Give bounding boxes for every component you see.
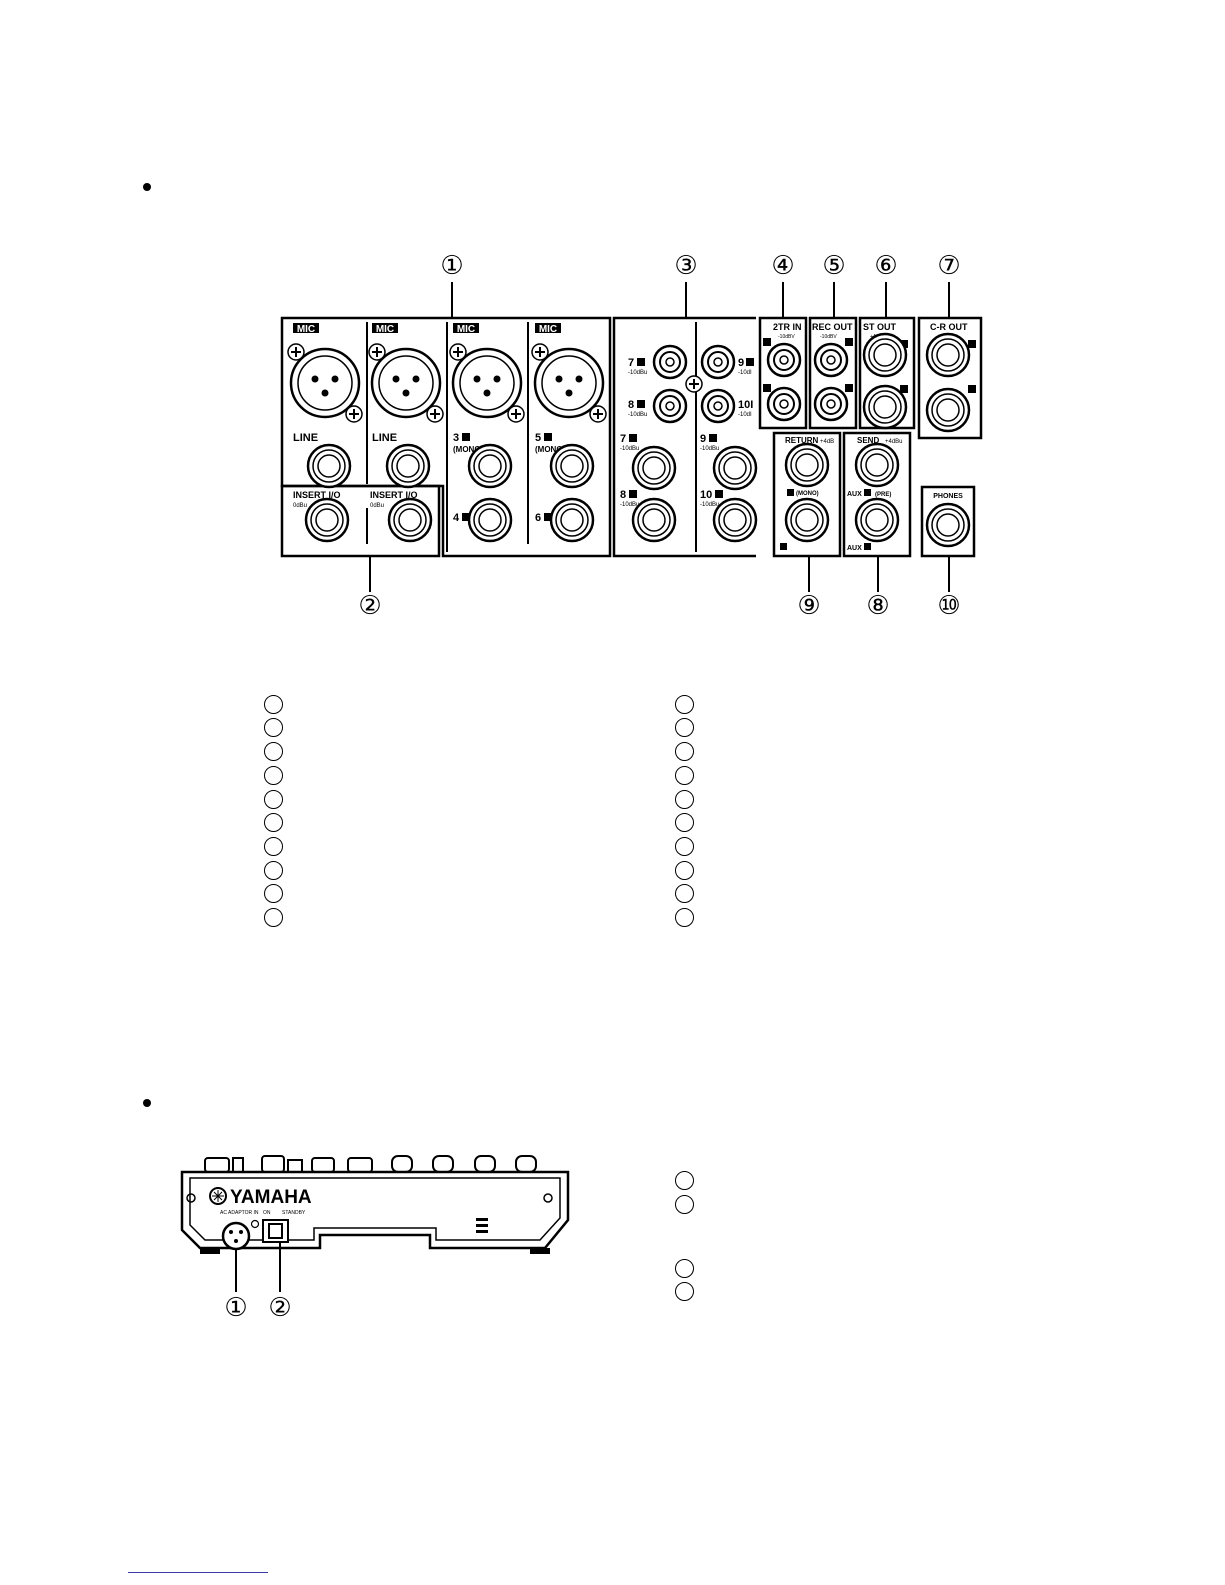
ch9-jack-label: 9 <box>700 433 706 445</box>
ac-adaptor-label: AC ADAPTOR IN <box>220 1210 259 1216</box>
insert-label-1: INSERT I/O <box>293 490 341 500</box>
mono-label-2: (MONO) <box>535 445 566 454</box>
bullet-front-section <box>143 183 151 191</box>
return-label: RETURN <box>785 436 819 445</box>
legend-circle <box>675 742 694 761</box>
footer-line <box>128 1572 268 1573</box>
insert-label-2: INSERT I/O <box>370 490 418 500</box>
line-label-1: LINE <box>293 432 318 444</box>
callout-4: ④ <box>771 251 795 281</box>
legend-circle <box>675 1171 694 1190</box>
callout-7: ⑦ <box>937 251 961 281</box>
cr-out-label: C-R OUT <box>930 322 968 332</box>
ch8-rca-label: 8 <box>628 399 634 411</box>
ch8-rca-level: -10dBu <box>628 412 647 418</box>
legend-circle <box>675 837 694 856</box>
ch10-jack-label: 10 <box>700 489 712 501</box>
ch9-rca-label: 9 <box>738 357 744 369</box>
standby-label: STANDBY <box>282 1210 306 1216</box>
twotr-in-label: 2TR IN <box>773 322 802 332</box>
mono-label-1: (MONO) <box>453 445 484 454</box>
legend-circle <box>675 766 694 785</box>
mic-label-4: MIC <box>539 324 557 335</box>
pre-label: (PRE) <box>875 492 891 498</box>
legend-circle <box>675 790 694 809</box>
ch4-label: 4 <box>453 512 460 524</box>
ch7-rca-label: 7 <box>628 357 634 369</box>
legend-circle <box>675 1195 694 1214</box>
rear-panel-diagram: YAMAHA AC ADAPTOR IN ON STANDBY <box>180 1155 570 1292</box>
legend-circle <box>675 813 694 832</box>
legend-circle <box>264 718 283 737</box>
ch6-label: 6 <box>535 512 541 524</box>
legend-circle <box>264 695 283 714</box>
rec-out-label: REC OUT <box>812 322 853 332</box>
ch9-jack-level: -10dBu <box>700 446 719 452</box>
legend-circle <box>264 908 283 927</box>
ch7-jack-label: 7 <box>620 433 626 445</box>
legend-circle <box>675 1282 694 1301</box>
st-out-label: ST OUT <box>863 322 897 332</box>
ch8-jack-label: 8 <box>620 489 626 501</box>
twotr-in-level: -10dBV <box>778 334 795 340</box>
aux2-label: AUX <box>847 545 862 552</box>
ch10-rca-label: 10I <box>738 399 753 411</box>
mic-label-2: MIC <box>376 324 394 335</box>
callout-2: ② <box>358 591 382 621</box>
callout-6: ⑥ <box>874 251 898 281</box>
legend-circle <box>675 861 694 880</box>
on-label: ON <box>263 1210 271 1216</box>
legend-circle <box>675 1259 694 1278</box>
callout-8: ⑧ <box>866 591 890 621</box>
send-label: SEND <box>857 436 879 445</box>
ch10-jack-level: -10dBu <box>700 502 719 508</box>
bullet-rear-section <box>143 1099 151 1107</box>
callout-5: ⑤ <box>822 251 846 281</box>
aux1-label: AUX <box>847 491 862 498</box>
ch9-rca-level: -10dI <box>738 370 752 376</box>
line-label-2: LINE <box>372 432 397 444</box>
legend-circle <box>675 908 694 927</box>
mic-label-1: MIC <box>297 324 315 335</box>
rear-callout-1: ① <box>224 1293 248 1323</box>
legend-circle <box>675 718 694 737</box>
legend-circle <box>264 813 283 832</box>
phones-label: PHONES <box>933 493 963 500</box>
callout-9: ⑨ <box>797 591 821 621</box>
ch10-rca-level: -10dI <box>738 412 752 418</box>
ch7-jack-level: -10dBu <box>620 446 639 452</box>
send-level: +4dBu <box>885 439 903 445</box>
callout-3: ③ <box>674 251 698 281</box>
legend-circle <box>264 837 283 856</box>
ch7-rca-level: -10dBu <box>628 370 647 376</box>
legend-circle <box>675 884 694 903</box>
ch3-label: 3 <box>453 432 459 444</box>
rear-callout-2: ② <box>268 1293 292 1323</box>
legend-circle <box>264 790 283 809</box>
yamaha-logo: YAMAHA <box>230 1187 312 1208</box>
return-mono-label: (MONO) <box>796 491 819 497</box>
callout-1: ① <box>440 251 464 281</box>
insert-level-2: 0dBu <box>370 503 384 509</box>
return-level: +4dB <box>820 439 834 445</box>
front-panel-diagram: MIC MIC MIC MIC LINE LINE 3 (MONO) 4 5 (… <box>280 282 983 592</box>
insert-level-1: 0dBu <box>293 503 307 509</box>
ch8-jack-level: -10dBu <box>620 502 639 508</box>
legend-circle <box>264 742 283 761</box>
legend-circle <box>264 884 283 903</box>
ch5-label: 5 <box>535 432 541 444</box>
mic-label-3: MIC <box>457 324 475 335</box>
legend-circle <box>675 695 694 714</box>
rec-out-level: -10dBV <box>820 334 837 340</box>
callout-10: ⑩ <box>937 591 961 621</box>
legend-circle <box>264 766 283 785</box>
legend-circle <box>264 861 283 880</box>
